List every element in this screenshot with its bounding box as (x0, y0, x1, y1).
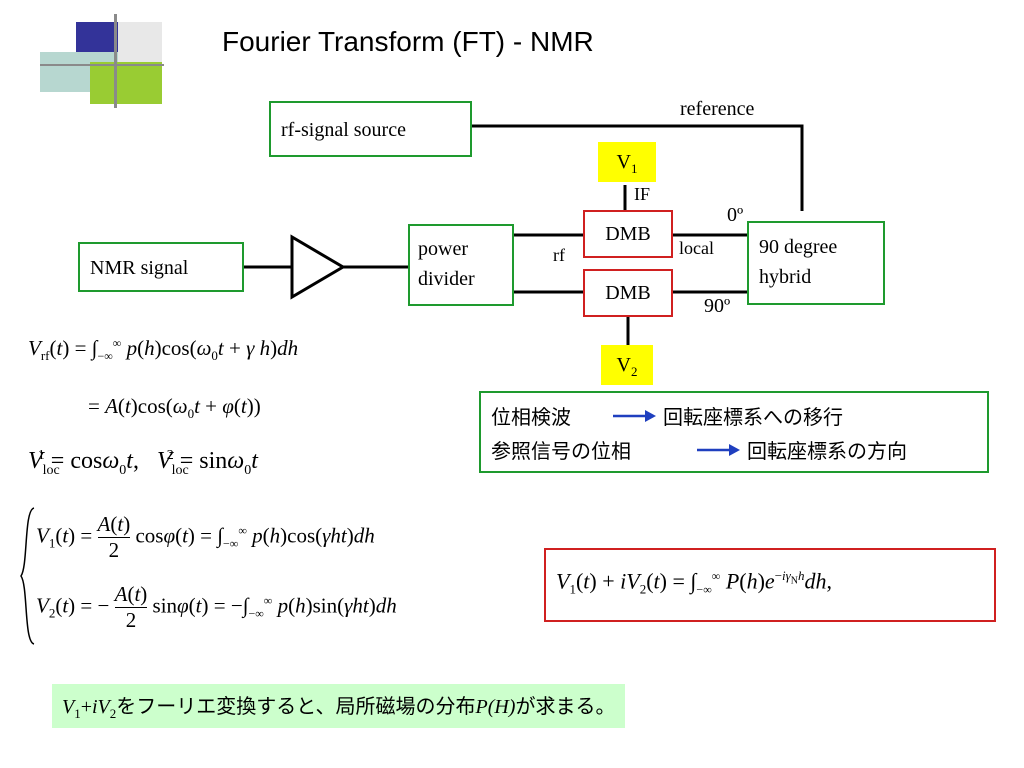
equation-brace (20, 507, 35, 645)
rf-label: rf (553, 245, 565, 265)
v1-output: V1 (598, 142, 656, 182)
nmr-signal-label: NMR signal (90, 257, 189, 279)
deg90-label: 90º (704, 295, 731, 317)
deg0-label: 0º (727, 204, 744, 226)
local-label: local (679, 238, 714, 258)
power-divider-box: power divider (408, 224, 514, 306)
dmb-bottom-label: DMB (605, 282, 651, 304)
arrow-right-icon (697, 444, 740, 456)
arrow-right-icon (613, 410, 656, 422)
dmb-bottom-box: DMB (583, 269, 673, 317)
hybrid-box: 90 degree hybrid (747, 221, 885, 305)
power-divider-label-1: power (418, 238, 468, 260)
notes-box: 位相検波 回転座標系への移行 参照信号の位相 回転座標系の方向 (479, 391, 989, 473)
reference-label: reference (680, 98, 755, 120)
fourier-equation-box: V1(t) + iV2(t) = ∫−∞∞ P(h)e−iγNhdh, (544, 548, 996, 622)
power-divider-label-2: divider (418, 268, 475, 290)
hybrid-label-2: hybrid (759, 266, 812, 288)
equation-v2: V2(t) = − A(t)2 sinφ(t) = −∫−∞∞ p(h)sin(… (36, 582, 397, 632)
equation-fourier: V1(t) + iV2(t) = ∫−∞∞ P(h)e−iγNhdh, (556, 568, 832, 597)
equation-vloc: Vloc1 = cosω0t, Vloc2 = sinω0t (28, 448, 258, 478)
page-title: Fourier Transform (FT) - NMR (222, 26, 594, 57)
hybrid-label-1: 90 degree (759, 236, 838, 258)
note-line-2-right: 回転座標系の方向 (747, 439, 907, 463)
nmr-signal-box: NMR signal (78, 242, 244, 292)
logo-decoration (0, 0, 170, 110)
dmb-top-label: DMB (605, 223, 651, 245)
dmb-top-box: DMB (583, 210, 673, 258)
equation-vrf-2: = A(t)cos(ω0t + φ(t)) (88, 394, 261, 422)
equation-vrf-1: Vrf(t) = ∫−∞∞ p(h)cos(ω0t + γ h)dh (28, 336, 299, 364)
note-line-2: 参照信号の位相 (491, 439, 631, 463)
note-line-1: 位相検波 (491, 405, 571, 429)
rf-signal-source-box: rf-signal source (269, 101, 472, 157)
rf-signal-source-label: rf-signal source (281, 119, 406, 141)
if-label: IF (634, 184, 651, 204)
note-line-1-right: 回転座標系への移行 (663, 405, 843, 429)
v2-output: V2 (601, 345, 653, 385)
bottom-note: V1+iV2をフーリエ変換すると、局所磁場の分布P(H)が求まる。 (52, 684, 626, 728)
equation-v1: V1(t) = A(t)2 cosφ(t) = ∫−∞∞ p(h)cos(γht… (36, 512, 375, 562)
